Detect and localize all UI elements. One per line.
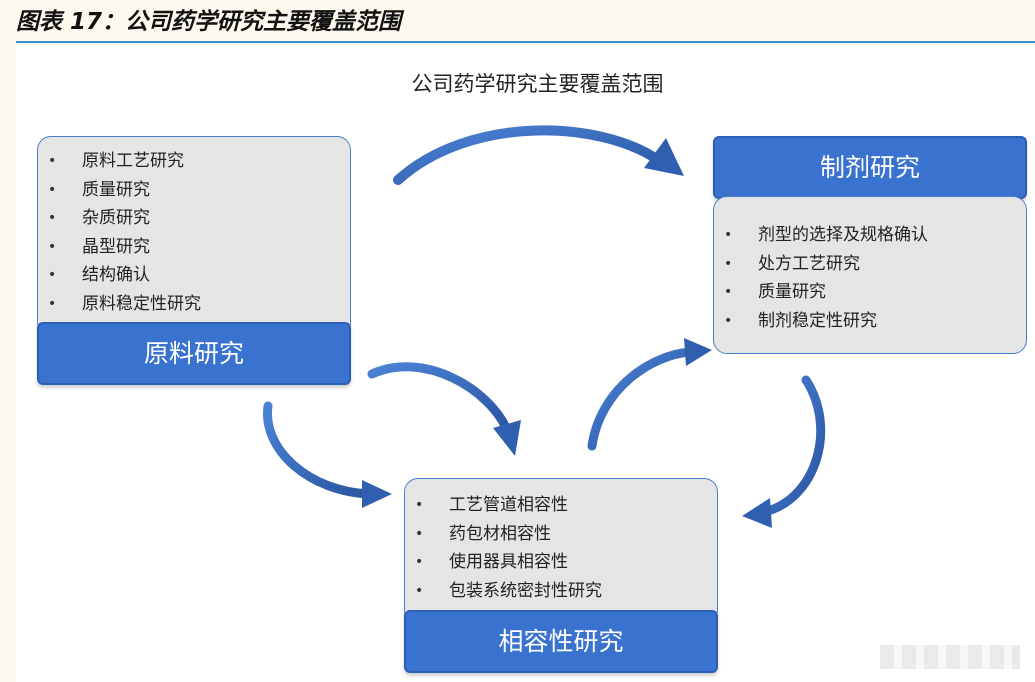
list-item: 原料工艺研究 <box>38 147 350 176</box>
raw-material-header: 原料研究 <box>37 322 351 385</box>
list-item: 原料稳定性研究 <box>38 290 350 319</box>
list-item: 药包材相容性 <box>405 520 717 549</box>
arrow-formulation-to-compatibility <box>742 375 826 528</box>
list-item: 工艺管道相容性 <box>405 491 717 520</box>
list-item: 结构确认 <box>38 261 350 290</box>
title-rule <box>16 41 1035 43</box>
list-item: 包装系统密封性研究 <box>405 577 717 606</box>
formulation-list-box: 剂型的选择及规格确认 处方工艺研究 质量研究 制剂稳定性研究 <box>713 196 1027 354</box>
list-item: 使用器具相容性 <box>405 548 717 577</box>
list-item: 质量研究 <box>714 278 1026 307</box>
compatibility-items: 工艺管道相容性 药包材相容性 使用器具相容性 包装系统密封性研究 <box>405 491 717 605</box>
list-item: 杂质研究 <box>38 204 350 233</box>
arrow-compatibility-to-raw <box>263 401 392 508</box>
list-item: 晶型研究 <box>38 233 350 262</box>
compatibility-list-box: 工艺管道相容性 药包材相容性 使用器具相容性 包装系统密封性研究 <box>404 478 718 624</box>
list-item: 剂型的选择及规格确认 <box>714 221 1026 250</box>
figure-title: 图表 17：公司药学研究主要覆盖范围 <box>16 9 402 35</box>
arrow-compatibility-to-formulation <box>587 338 712 451</box>
arrow-raw-to-compatibility <box>367 362 521 456</box>
list-item: 处方工艺研究 <box>714 250 1026 279</box>
diagram-title: 公司药学研究主要覆盖范围 <box>411 72 664 96</box>
list-item: 制剂稳定性研究 <box>714 307 1026 336</box>
compatibility-header: 相容性研究 <box>404 610 718 673</box>
list-item: 质量研究 <box>38 176 350 205</box>
watermark <box>880 645 1020 669</box>
formulation-header: 制剂研究 <box>713 136 1027 199</box>
arrow-raw-to-formulation <box>393 125 684 185</box>
raw-material-items: 原料工艺研究 质量研究 杂质研究 晶型研究 结构确认 原料稳定性研究 <box>38 147 350 318</box>
formulation-items: 剂型的选择及规格确认 处方工艺研究 质量研究 制剂稳定性研究 <box>714 221 1026 335</box>
raw-material-list-box: 原料工艺研究 质量研究 杂质研究 晶型研究 结构确认 原料稳定性研究 <box>37 136 351 336</box>
